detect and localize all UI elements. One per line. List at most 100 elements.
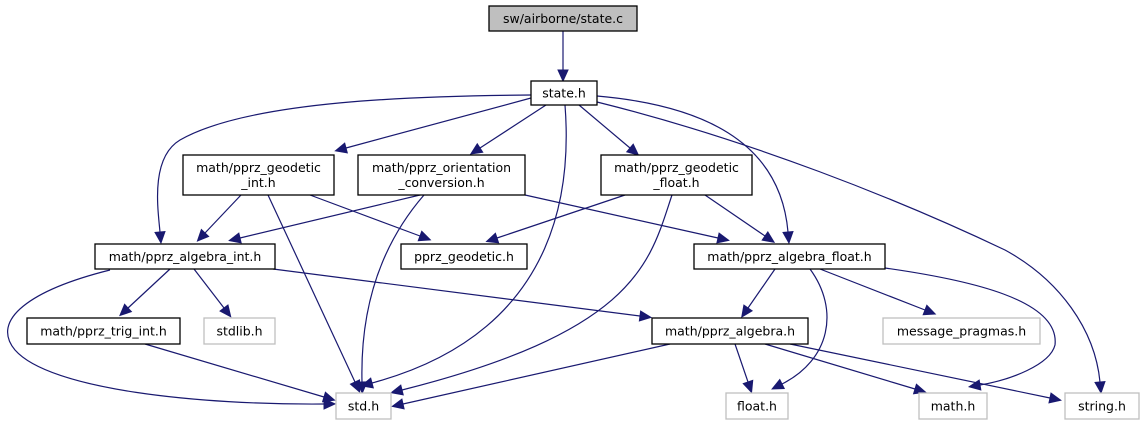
arrowhead-icon [154, 230, 166, 245]
node-box [882, 317, 1041, 345]
node-box [693, 243, 886, 270]
edge-orientation-conversion-to-std [356, 194, 425, 395]
node-std: std.h [335, 392, 392, 420]
arrowhead-icon [469, 142, 484, 155]
arrowhead-icon [356, 381, 368, 395]
edge-state-h-to-orientation-conversion [469, 104, 547, 155]
edge-line [524, 194, 719, 239]
arrowhead-icon [771, 378, 786, 390]
node-box [182, 154, 335, 196]
edge-algebra-int-to-trig-int [119, 268, 171, 317]
arrowhead-icon [1094, 380, 1106, 395]
node-box [530, 80, 598, 106]
node-message-pragmas: message_pragmas.h [882, 317, 1041, 345]
edge-line [764, 343, 916, 390]
arrowhead-icon [638, 310, 653, 322]
node-label: _float.h [652, 175, 699, 190]
edge-line [596, 101, 1101, 383]
arrowhead-icon [391, 398, 405, 410]
edge-pprz-algebra-to-string [789, 343, 1062, 404]
node-algebra-float[interactable]: math/pprz_algebra_float.h [693, 243, 886, 270]
node-label: std.h [348, 399, 379, 414]
edge-line [7, 269, 325, 405]
node-label: _conversion.h [397, 175, 484, 190]
edge-line [734, 343, 749, 383]
arrowhead-icon [119, 303, 133, 317]
arrowhead-icon [219, 304, 232, 318]
node-box [488, 5, 638, 32]
edge-line [402, 343, 671, 405]
node-box [400, 243, 528, 270]
node-label: math/pprz_algebra_float.h [707, 249, 871, 264]
node-box [1064, 392, 1140, 420]
arrowhead-icon [485, 232, 500, 244]
node-label: math/pprz_trig_int.h [40, 324, 167, 339]
edge-algebra-float-to-float [771, 268, 828, 390]
edge-state-h-to-geodetic-float [578, 104, 640, 156]
edge-algebra-int-to-pprz-algebra [272, 268, 653, 322]
node-box [725, 392, 789, 420]
node-label: pprz_geodetic.h [414, 249, 514, 264]
node-label: sw/airborne/state.c [503, 11, 623, 26]
node-label: string.h [1078, 399, 1126, 414]
arrowhead-icon [741, 304, 754, 319]
node-pprz-algebra[interactable]: math/pprz_algebra.h [651, 317, 809, 345]
edge-line [781, 268, 828, 385]
edge-line [704, 194, 766, 237]
edge-line [193, 268, 225, 309]
edge-line [578, 104, 631, 149]
arrowhead-icon [742, 379, 754, 394]
edge-line [884, 267, 1056, 386]
node-state-h[interactable]: state.h [530, 80, 598, 106]
arrowhead-icon [321, 391, 336, 403]
node-stdlib: stdlib.h [203, 317, 276, 345]
node-label: stdlib.h [216, 324, 262, 339]
edge-pprz-algebra-to-math [764, 343, 927, 395]
node-state-c[interactable]: sw/airborne/state.c [488, 5, 638, 32]
edge-line [345, 97, 532, 149]
edge-line [401, 194, 673, 391]
node-string: string.h [1064, 392, 1140, 420]
node-label: float.h [737, 399, 777, 414]
edge-geodetic-int-to-pprz-geodetic [309, 194, 432, 242]
arrowhead-icon [196, 228, 210, 242]
arrowhead-icon [390, 384, 404, 396]
node-label: _int.h [240, 175, 275, 190]
edge-line [267, 194, 356, 383]
arrowhead-icon [782, 231, 794, 245]
edge-geodetic-int-to-std [267, 194, 361, 394]
node-orientation-conversion[interactable]: math/pprz_orientation_conversion.h [357, 154, 526, 196]
edge-orientation-conversion-to-algebra-float [524, 194, 730, 244]
edge-line [596, 95, 789, 233]
node-geodetic-int[interactable]: math/pprz_geodetic_int.h [182, 154, 335, 196]
edge-line [747, 268, 776, 309]
edge-line [127, 268, 171, 309]
edge-line [239, 194, 421, 239]
edge-line [272, 268, 641, 317]
node-label: state.h [542, 86, 586, 101]
edge-algebra-int-to-stdlib [193, 268, 232, 318]
node-algebra-int[interactable]: math/pprz_algebra_int.h [94, 243, 276, 270]
node-box [600, 154, 753, 196]
edge-state-h-to-geodetic-int [334, 97, 532, 154]
edges-layer [7, 31, 1106, 410]
node-box [26, 317, 181, 345]
node-label: math/pprz_algebra_int.h [109, 249, 262, 264]
node-pprz-geodetic[interactable]: pprz_geodetic.h [400, 243, 528, 270]
edge-geodetic-int-to-algebra-int [196, 194, 242, 242]
arrowhead-icon [334, 142, 348, 154]
edge-algebra-float-to-message-pragmas [819, 268, 937, 316]
edge-line [361, 194, 425, 383]
edge-geodetic-float-to-std [390, 194, 673, 396]
edge-pprz-algebra-to-float [734, 343, 754, 394]
node-label: math/pprz_geodetic [196, 160, 321, 175]
node-label: message_pragmas.h [897, 324, 1026, 339]
edge-line [496, 194, 626, 239]
edge-state-h-to-algebra-float [596, 95, 794, 245]
edge-line [309, 194, 421, 237]
edge-line [144, 343, 325, 398]
node-geodetic-float[interactable]: math/pprz_geodetic_float.h [600, 154, 753, 196]
edge-line [204, 194, 242, 234]
node-trig-int[interactable]: math/pprz_trig_int.h [26, 317, 181, 345]
